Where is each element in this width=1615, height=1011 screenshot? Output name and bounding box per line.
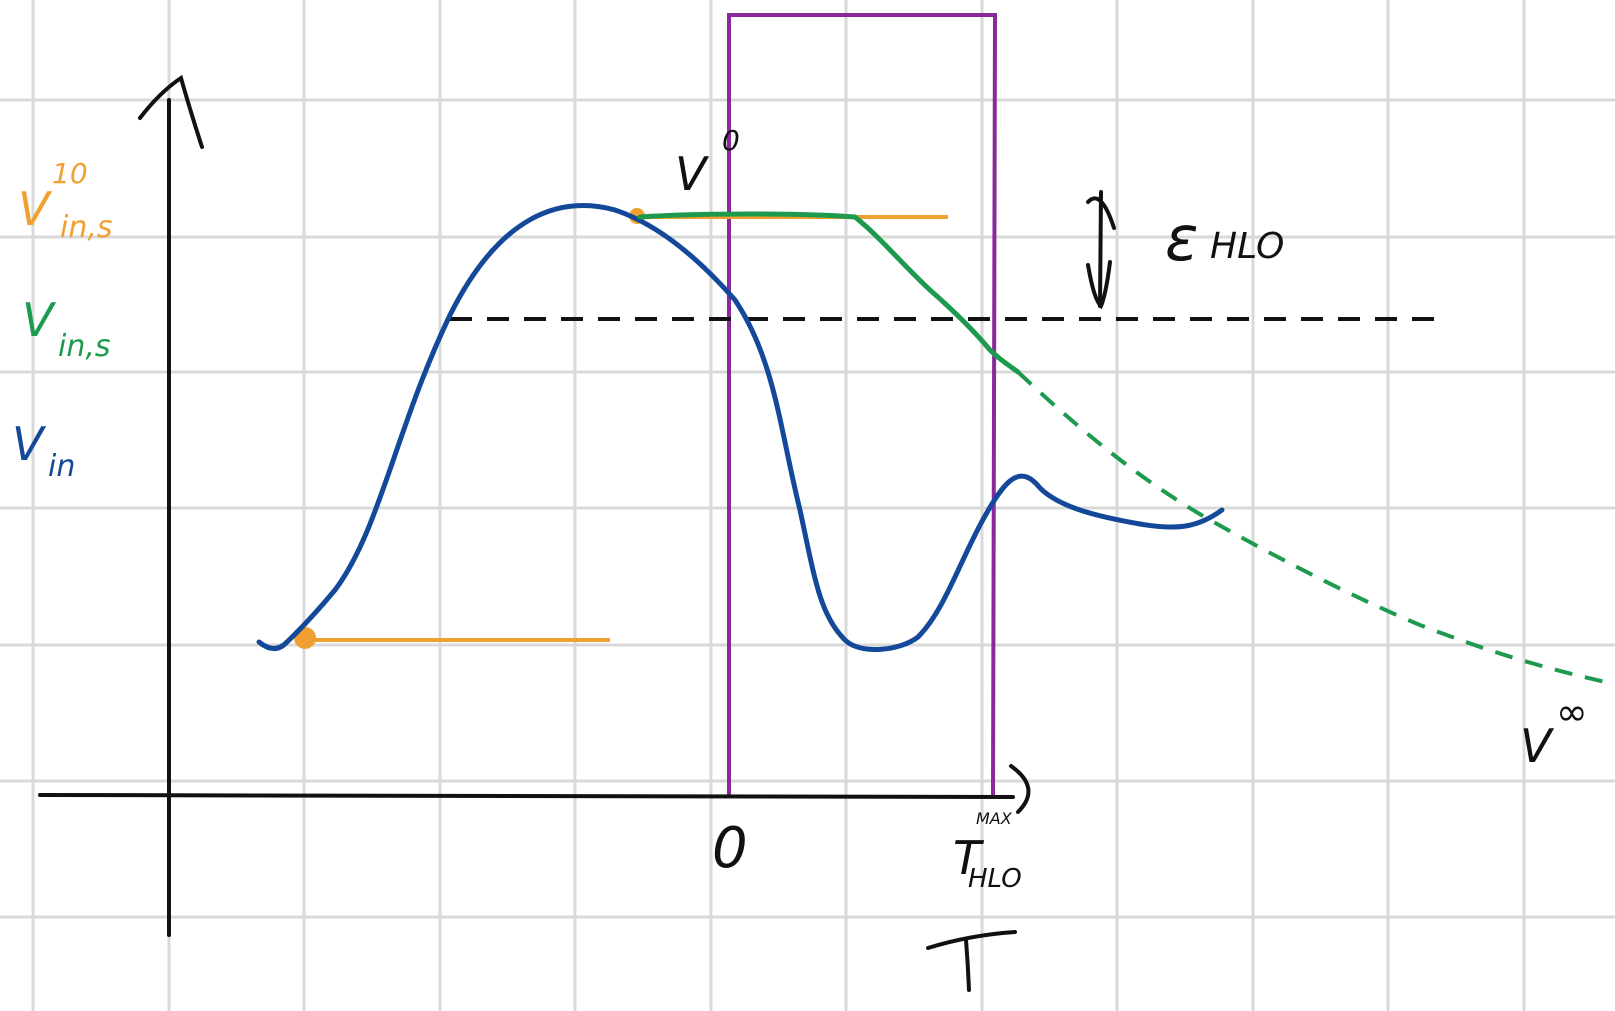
arrow-up-icon	[138, 74, 204, 149]
label-v-infinity: V ∞	[1520, 690, 1588, 773]
label-epsilon-hlo: ε HLO	[1165, 202, 1284, 275]
double-arrow-vertical-icon	[1086, 190, 1116, 310]
legend-green: V in,s	[22, 293, 111, 364]
x-axis	[38, 793, 1015, 799]
legend-orange: V 10 in,s	[18, 157, 113, 245]
blue-curve-vin	[256, 203, 1225, 652]
label-v0-sup: 0	[722, 124, 740, 157]
label-v0: V 0	[675, 124, 740, 201]
green-dashed-extrapolation	[1016, 370, 1611, 685]
legend-orange-sup: 10	[52, 157, 88, 190]
legend-blue-base: V	[12, 417, 47, 471]
legend-green-sub: in,s	[58, 329, 111, 364]
legend-blue: V in	[12, 417, 75, 484]
label-thlo-sup: MAX	[976, 809, 1013, 828]
label-vinf-base: V	[1520, 719, 1555, 773]
green-curve-vins	[637, 211, 1021, 375]
label-epsilon-base: ε	[1165, 202, 1199, 275]
x-tick-thlo-max: T MAX HLO	[953, 809, 1022, 894]
label-thlo-base: T	[953, 831, 985, 885]
x-axis-label-t: T	[926, 930, 1017, 992]
legend-green-base: V	[22, 293, 57, 347]
legend-blue-sub: in	[48, 449, 75, 484]
legend-orange-sub: in,s	[60, 210, 113, 245]
x-tick-zero: 0	[712, 816, 748, 881]
arrow-right-icon	[1009, 764, 1031, 814]
label-v0-base: V	[675, 147, 710, 201]
label-thlo-sub: HLO	[968, 864, 1022, 894]
purple-window	[727, 13, 998, 796]
label-vinf-sup: ∞	[1556, 690, 1588, 734]
label-epsilon-sub: HLO	[1210, 226, 1284, 267]
legend-orange-base: V	[18, 182, 53, 236]
